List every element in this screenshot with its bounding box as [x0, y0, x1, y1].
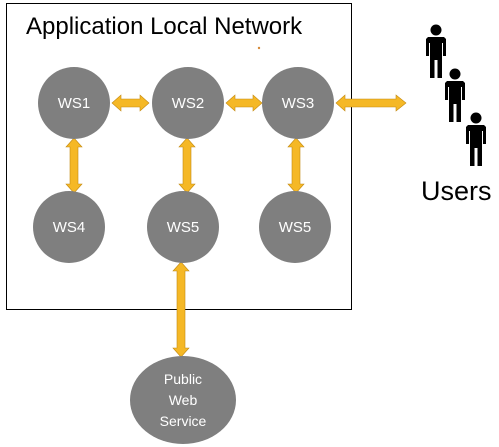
node-ws2: WS2 — [152, 67, 224, 139]
node-public-web-service: Public Web Service — [130, 356, 236, 444]
node-ws2-label: WS2 — [172, 95, 205, 112]
node-ws5-right: WS5 — [259, 191, 331, 263]
public-service-line1: Public — [164, 371, 202, 387]
network-title: Application Local Network — [26, 13, 303, 40]
person-icon — [466, 112, 486, 166]
node-ws5-center-label: WS5 — [167, 219, 200, 236]
node-ws1: WS1 — [38, 67, 110, 139]
node-ws5-center: WS5 — [147, 191, 219, 263]
node-ws3: WS3 — [262, 67, 334, 139]
person-icon — [445, 68, 465, 122]
public-service-line2: Web — [169, 392, 198, 408]
node-ws5-right-label: WS5 — [279, 219, 312, 236]
person-icon — [426, 24, 446, 78]
node-ws3-label: WS3 — [282, 95, 315, 112]
stray-dot — [257, 46, 261, 50]
node-ws1-label: WS1 — [58, 95, 91, 112]
public-service-line3: Service — [160, 413, 207, 429]
arrow-ws1-ws2 — [111, 94, 150, 112]
users-label: Users — [421, 176, 492, 206]
node-ws4-label: WS4 — [53, 219, 86, 236]
node-ws4: WS4 — [33, 191, 105, 263]
arrow-ws3-users — [335, 94, 407, 112]
